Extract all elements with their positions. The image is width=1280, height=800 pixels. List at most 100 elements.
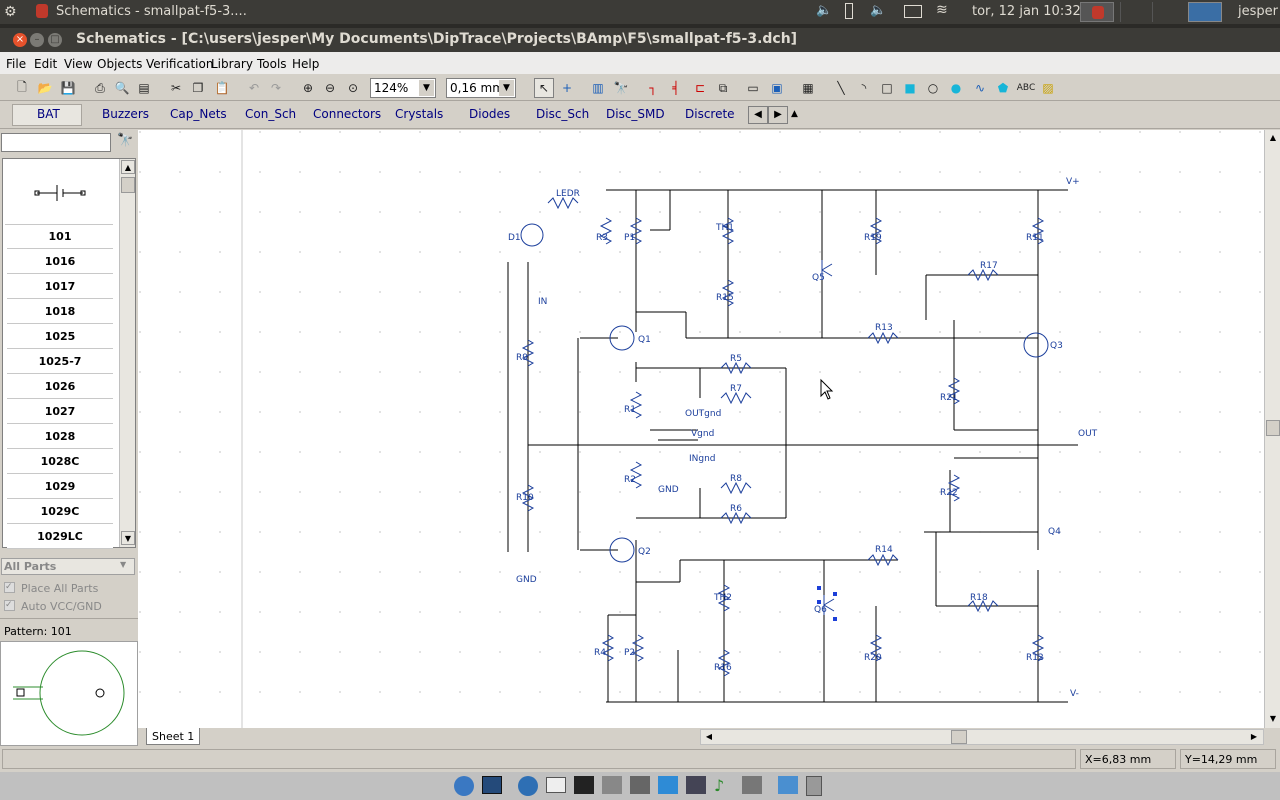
sheet-tab[interactable]: Sheet 1: [146, 728, 200, 745]
place-bus-icon[interactable]: ╡: [672, 81, 680, 95]
volume-icon[interactable]: 🔈: [816, 3, 833, 18]
app-menu-icon[interactable]: ⚙: [4, 4, 17, 20]
active-app-title[interactable]: Schematics - smallpat-f5-3....: [56, 4, 247, 19]
tray-diptrace-button[interactable]: [1080, 2, 1114, 22]
zoom-in-icon[interactable]: ⊕: [302, 81, 314, 95]
chevron-down-icon[interactable]: ▼: [120, 560, 127, 569]
ellipse-tool-icon[interactable]: ○: [927, 81, 939, 95]
list-item[interactable]: 1029: [7, 475, 113, 499]
user-name[interactable]: jesper: [1238, 4, 1278, 19]
list-item[interactable]: 1017: [7, 275, 113, 299]
image-tool-icon[interactable]: ▨: [1042, 81, 1054, 95]
list-item[interactable]: 1028: [7, 425, 113, 449]
search-icon[interactable]: [630, 776, 650, 794]
calculator-icon[interactable]: [602, 776, 622, 794]
chevron-down-icon[interactable]: ▼: [499, 80, 514, 96]
close-icon[interactable]: ×: [13, 33, 27, 47]
polygon-tool-icon[interactable]: ⬟: [997, 81, 1009, 95]
library-tab-buzzers[interactable]: Buzzers: [102, 107, 150, 121]
menu-edit[interactable]: Edit: [34, 57, 58, 71]
polyline-tool-icon[interactable]: ∿: [974, 81, 986, 95]
tabs-scroll-right-icon[interactable]: ▶: [768, 106, 788, 124]
list-item[interactable]: 1018: [7, 300, 113, 324]
menu-file[interactable]: File: [6, 57, 27, 71]
editor-icon[interactable]: [686, 776, 706, 794]
zoom-fit-icon[interactable]: ⊙: [347, 81, 359, 95]
library-tab-discrete[interactable]: Discrete: [685, 107, 735, 121]
menu-verification[interactable]: Verification: [146, 57, 214, 71]
table-icon[interactable]: ▦: [802, 81, 814, 95]
scroll-thumb[interactable]: [951, 730, 967, 744]
list-item[interactable]: 1027: [7, 400, 113, 424]
library-tab-disc-sch[interactable]: Disc_Sch: [536, 107, 590, 121]
mail-icon[interactable]: [904, 5, 922, 18]
list-item[interactable]: 1026: [7, 375, 113, 399]
print-icon[interactable]: ⎙: [95, 80, 105, 95]
list-item[interactable]: 1029C: [7, 500, 113, 524]
text-tool-icon[interactable]: ABC: [1016, 83, 1036, 93]
tray-slot[interactable]: [1152, 2, 1182, 22]
chevron-down-icon[interactable]: ▼: [419, 80, 434, 96]
folder-icon[interactable]: [778, 776, 798, 794]
arc-tool-icon[interactable]: ◝: [861, 81, 867, 95]
tray-slot[interactable]: [1120, 2, 1150, 22]
desktop-icon[interactable]: [482, 776, 502, 794]
list-item[interactable]: 101: [7, 225, 113, 249]
canvas-horizontal-scrollbar[interactable]: ◀ ▶: [700, 729, 1264, 745]
list-item[interactable]: 1016: [7, 250, 113, 274]
list-item[interactable]: 1028C: [7, 450, 113, 474]
canvas-vertical-scrollbar[interactable]: ▲ ▼: [1264, 130, 1280, 728]
rectangle-tool-icon[interactable]: □: [881, 81, 893, 95]
maximize-icon[interactable]: □: [48, 33, 62, 47]
scroll-down-icon[interactable]: ▼: [1269, 714, 1277, 723]
scroll-up-icon[interactable]: ▲: [121, 160, 135, 174]
window-titlebar[interactable]: × – □ Schematics - [C:\users\jesper\My D…: [0, 28, 1280, 52]
library-tab-con-sch[interactable]: Con_Sch: [245, 107, 297, 121]
part-filter-select[interactable]: All Parts ▼: [1, 558, 135, 575]
select-pointer-icon[interactable]: ↖: [534, 78, 554, 98]
paste-icon[interactable]: 📋: [214, 81, 230, 95]
wifi-icon[interactable]: ≋: [936, 2, 948, 18]
zoom-out-icon[interactable]: ⊖: [324, 81, 336, 95]
schematic-drawing[interactable]: LEDR D1 R3 P1 TH1 R15 Q5 R19 R11 R17 R13…: [138, 130, 1264, 728]
scroll-up-icon[interactable]: ▲: [1269, 133, 1277, 142]
library-tab-cap-nets[interactable]: Cap_Nets: [170, 107, 227, 121]
bus-entry-icon[interactable]: ▭: [747, 81, 759, 95]
scroll-thumb[interactable]: [1266, 420, 1280, 436]
auto-vcc-checkbox[interactable]: ✓: [4, 600, 15, 611]
menu-view[interactable]: View: [64, 57, 93, 71]
browser-icon[interactable]: [454, 776, 474, 796]
redo-icon[interactable]: ↷: [270, 81, 282, 95]
component-search-input[interactable]: [1, 133, 111, 152]
library-tab-disc-smd[interactable]: Disc_SMD: [606, 107, 665, 121]
trash-icon[interactable]: [806, 776, 822, 796]
minimize-icon[interactable]: –: [30, 33, 44, 47]
schematic-canvas[interactable]: LEDR D1 R3 P1 TH1 R15 Q5 R19 R11 R17 R13…: [138, 130, 1264, 728]
line-tool-icon[interactable]: ╲: [837, 81, 845, 95]
video-icon[interactable]: [742, 776, 762, 794]
open-icon[interactable]: 📂: [37, 81, 53, 95]
scroll-right-icon[interactable]: ▶: [1250, 732, 1258, 741]
copy-icon[interactable]: ❐: [192, 81, 204, 95]
download-icon[interactable]: [658, 776, 678, 794]
cut-icon[interactable]: ✂: [170, 81, 182, 95]
scroll-left-icon[interactable]: ◀: [705, 732, 713, 741]
list-item[interactable]: 1025: [7, 325, 113, 349]
menu-help[interactable]: Help: [292, 57, 320, 71]
find-component-icon[interactable]: 🔭: [613, 81, 629, 95]
place-component-icon[interactable]: ▥: [592, 81, 604, 95]
print-preview-icon[interactable]: 🔍: [114, 81, 130, 95]
menu-objects[interactable]: Objects: [97, 57, 143, 71]
scroll-thumb[interactable]: [121, 177, 135, 193]
menu-tools[interactable]: Tools: [257, 57, 287, 71]
binoculars-icon[interactable]: 🔭: [117, 133, 134, 148]
tabs-scroll-left-icon[interactable]: ◀: [748, 106, 768, 124]
sound-icon[interactable]: 🔈: [870, 3, 887, 18]
tabs-menu-icon[interactable]: ▲: [791, 109, 798, 119]
list-scrollbar[interactable]: ▲ ▼: [119, 159, 135, 547]
zoom-combobox[interactable]: 124% ▼: [370, 78, 436, 98]
list-item[interactable]: 1029LC: [7, 525, 113, 549]
net-port-icon[interactable]: ⊏: [694, 81, 706, 95]
battery-icon[interactable]: [845, 3, 853, 19]
chip-icon[interactable]: ▣: [771, 81, 783, 95]
